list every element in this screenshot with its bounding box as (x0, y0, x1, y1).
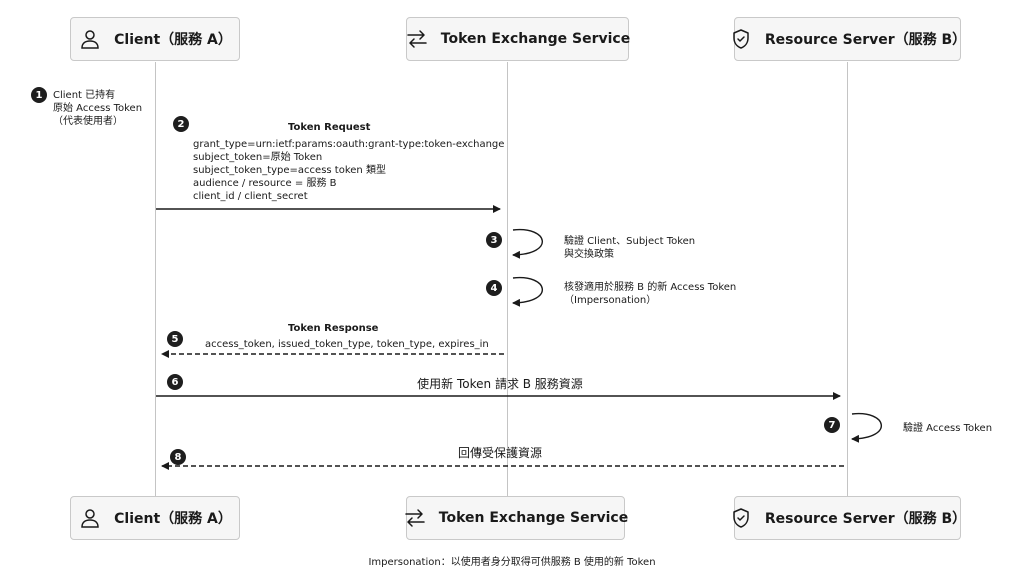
step-7-badge: 7 (824, 417, 840, 433)
step-1-line-2: 原始 Access Token (53, 103, 143, 114)
participant-resource-server-bottom: Resource Server（服務 B） (733, 496, 966, 540)
shield-check-icon (729, 506, 753, 530)
step-2-badge: 2 (173, 116, 189, 132)
participant-token-exchange-bottom: Token Exchange Service (403, 496, 629, 540)
step-6-badge: 6 (167, 374, 183, 390)
lifeline-resource-server (847, 62, 848, 496)
step-8-badge: 8 (170, 449, 186, 465)
step-2-param-subject-token-type: subject_token_type=access token 類型 (193, 165, 386, 176)
step-7-label: 驗證 Access Token (903, 423, 993, 434)
shield-check-icon (729, 27, 753, 51)
step-4-badge: 4 (486, 280, 502, 296)
step-1-badge: 1 (31, 87, 47, 103)
step-2-param-grant-type: grant_type=urn:ietf:params:oauth:grant-t… (193, 139, 505, 150)
step-4-note: 核發適用於服務 B 的新 Access Token （Impersonation… (564, 281, 736, 307)
participant-client-label: Client（服務 A） (114, 32, 232, 48)
step-4-line-2: （Impersonation） (564, 295, 657, 306)
participant-client-label: Client（服務 A） (114, 511, 232, 527)
participant-client-top: Client（服務 A） (70, 17, 240, 61)
step-1-line-1: Client 已持有 (53, 90, 116, 101)
lifeline-client (155, 62, 156, 496)
step-4-line-1: 核發適用於服務 B 的新 Access Token (564, 282, 737, 293)
step-2-param-client-credentials: client_id / client_secret (193, 191, 308, 202)
self-arrow-validate (512, 228, 543, 259)
step-2-param-subject-token: subject_token=原始 Token (193, 152, 323, 163)
participant-token-exchange-label: Token Exchange Service (440, 31, 631, 47)
participant-resource-server-label: Resource Server（服務 B） (764, 32, 967, 48)
exchange-arrows-icon (403, 506, 427, 530)
step-2-params: grant_type=urn:ietf:params:oauth:grant-t… (193, 138, 504, 203)
step-2-title: Token Request (288, 122, 371, 133)
step-3-badge: 3 (486, 232, 502, 248)
participant-client-bottom: Client（服務 A） (70, 496, 240, 540)
step-2-param-audience: audience / resource = 服務 B (193, 178, 337, 189)
lifeline-token-exchange (507, 62, 508, 496)
step-6-label: 使用新 Token 請求 B 服務資源 (417, 377, 583, 391)
step-1-note: Client 已持有 原始 Access Token （代表使用者） (53, 89, 142, 128)
step-3-line-1: 驗證 Client、Subject Token (564, 236, 696, 247)
self-arrow-verify (851, 412, 882, 443)
self-arrow-issue (512, 276, 543, 307)
participant-resource-server-top: Resource Server（服務 B） (733, 17, 966, 61)
exchange-arrows-icon (405, 27, 429, 51)
step-5-badge: 5 (167, 331, 183, 347)
step-3-line-2: 與交換政策 (564, 249, 614, 260)
user-icon (78, 506, 102, 530)
step-5-fields: access_token, issued_token_type, token_t… (205, 339, 489, 350)
step-3-note: 驗證 Client、Subject Token 與交換政策 (564, 235, 695, 261)
footnote: Impersonation：以使用者身分取得可供服務 B 使用的新 Token (368, 557, 656, 568)
participant-token-exchange-top: Token Exchange Service (405, 17, 631, 61)
participant-resource-server-label: Resource Server（服務 B） (764, 511, 967, 527)
participant-token-exchange-label: Token Exchange Service (438, 510, 629, 526)
step-1-line-3: （代表使用者） (53, 116, 123, 127)
step-8-label: 回傳受保護資源 (457, 446, 542, 460)
step-5-title: Token Response (288, 323, 379, 334)
user-icon (78, 27, 102, 51)
